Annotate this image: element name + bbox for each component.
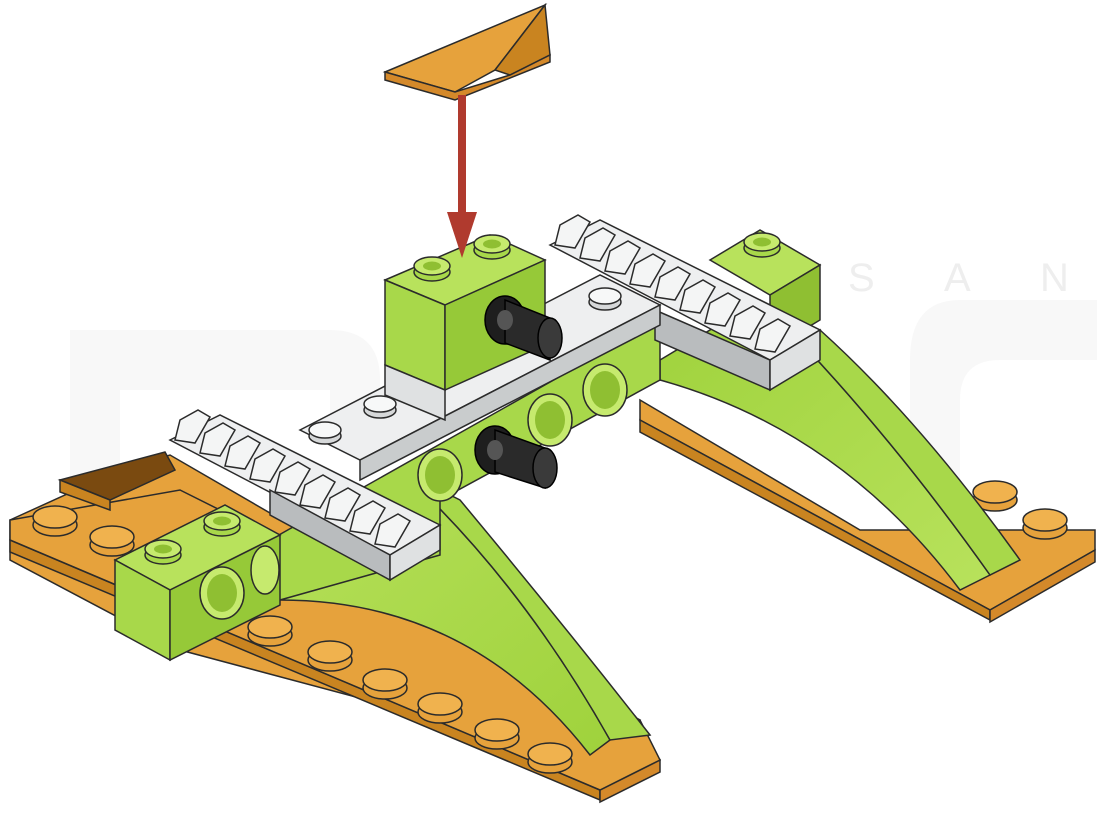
- lime-stud: [744, 233, 780, 257]
- orange-stud: [418, 693, 462, 723]
- white-stud: [309, 422, 341, 444]
- lime-stud: [145, 540, 181, 564]
- orange-stud: [475, 719, 519, 749]
- orange-stud: [1023, 509, 1067, 539]
- orange-stud: [90, 526, 134, 556]
- orange-stud: [528, 743, 572, 773]
- orange-stud: [33, 506, 77, 536]
- white-stud: [589, 288, 621, 310]
- orange-stud: [248, 616, 292, 646]
- lime-stud: [204, 512, 240, 536]
- falling-slope-part: [385, 5, 550, 100]
- lime-stud: [474, 235, 510, 259]
- white-stud: [364, 396, 396, 418]
- orange-stud: [308, 641, 352, 671]
- lime-stud: [414, 257, 450, 281]
- orange-stud: [363, 669, 407, 699]
- placement-arrow: [447, 95, 477, 258]
